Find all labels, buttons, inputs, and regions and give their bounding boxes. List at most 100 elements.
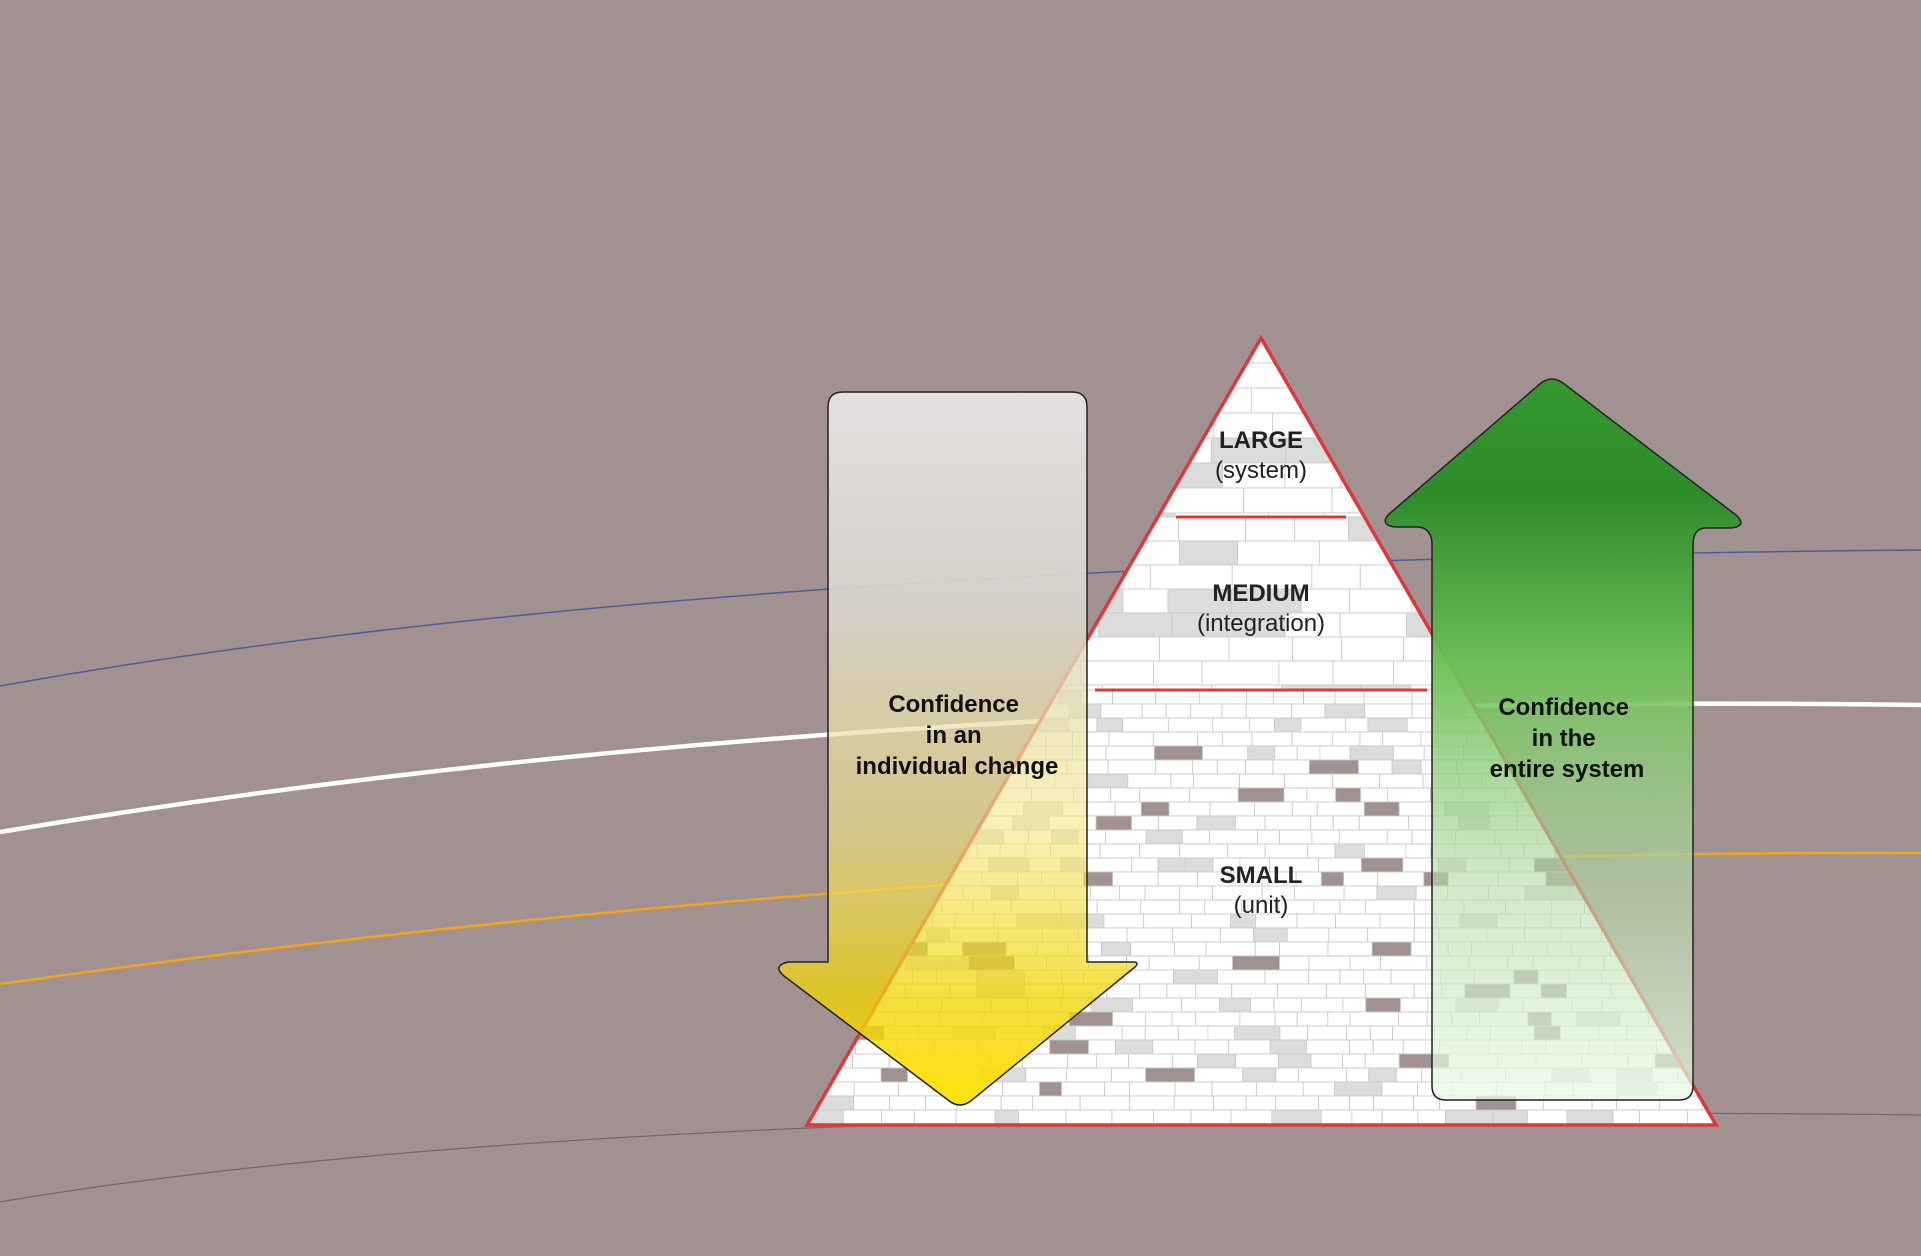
brick (1349, 955, 1381, 971)
brick (1411, 689, 1435, 705)
brick (1079, 1095, 1131, 1111)
brick (1367, 927, 1415, 943)
brick (1343, 871, 1379, 887)
brick (1360, 787, 1388, 803)
brick (1233, 1025, 1281, 1041)
brick (1159, 636, 1230, 662)
up-arrow-shape (1384, 378, 1742, 1101)
brick (1049, 1039, 1089, 1055)
brick (1704, 941, 1716, 957)
brick (1026, 338, 1118, 364)
brick (1173, 969, 1218, 985)
brick (1272, 759, 1310, 775)
brick (1000, 1095, 1033, 1111)
brick (1090, 997, 1134, 1013)
brick (1088, 1039, 1117, 1055)
brick (1306, 1039, 1350, 1055)
brick (1201, 660, 1280, 686)
brick (1131, 815, 1159, 831)
brick (1307, 843, 1336, 859)
brick (1286, 927, 1330, 943)
brick (1115, 1039, 1154, 1055)
brick (1318, 857, 1362, 873)
brick (1700, 927, 1716, 943)
brick (1157, 857, 1186, 873)
brick (1121, 1025, 1146, 1041)
brick (1139, 843, 1181, 859)
brick (1284, 462, 1342, 489)
brick (1292, 636, 1343, 662)
brick (1318, 1095, 1351, 1111)
brick (818, 1025, 851, 1041)
brick (1090, 885, 1120, 901)
brick (1717, 746, 1745, 760)
brick (1445, 1109, 1494, 1125)
brick (1123, 969, 1174, 985)
brick (1398, 1011, 1428, 1027)
level-medium-title: MEDIUM (1212, 580, 1309, 607)
brick (1129, 1081, 1176, 1097)
brick (1239, 773, 1285, 789)
brick (1065, 1067, 1112, 1083)
brick (1309, 759, 1359, 775)
brick (1210, 437, 1287, 464)
brick (1199, 689, 1247, 705)
brick (1319, 745, 1351, 761)
brick (1157, 871, 1199, 887)
brick (1079, 412, 1136, 439)
brick (1310, 1053, 1344, 1069)
brick (1361, 857, 1404, 873)
brick (1327, 941, 1373, 957)
brick (1101, 941, 1132, 957)
brick (1349, 1011, 1399, 1027)
brick (1710, 815, 1716, 831)
brick (1083, 871, 1114, 887)
brick (1700, 1039, 1716, 1055)
brick (1112, 871, 1159, 887)
brick (1332, 660, 1394, 686)
brick (1162, 387, 1252, 414)
brick (1275, 1067, 1300, 1083)
brick (1339, 969, 1364, 985)
brick (1119, 885, 1146, 901)
brick (1245, 703, 1292, 719)
brick (1339, 612, 1407, 638)
brick (1155, 689, 1200, 705)
brick (1167, 717, 1214, 733)
brick (880, 1067, 908, 1083)
brick (1363, 801, 1400, 817)
brick (1061, 1081, 1105, 1097)
brick (1091, 362, 1170, 389)
brick (1145, 1011, 1173, 1027)
brick (1527, 1109, 1568, 1125)
brick (1574, 362, 1661, 389)
brick (1279, 1025, 1309, 1041)
brick (1334, 843, 1365, 859)
brick (1105, 829, 1147, 845)
brick (1107, 759, 1157, 775)
brick (1715, 612, 1716, 638)
brick (1114, 801, 1142, 817)
brick (1237, 787, 1285, 803)
brick (1342, 1053, 1366, 1069)
brick (1458, 338, 1534, 364)
brick (1190, 1109, 1232, 1125)
brick (1251, 731, 1293, 747)
brick (1269, 1039, 1307, 1055)
brick (1590, 338, 1685, 364)
brick (1250, 997, 1275, 1013)
brick (1093, 437, 1155, 464)
brick (1197, 731, 1223, 747)
brick (1168, 362, 1231, 389)
brick (1209, 829, 1258, 845)
brick (1145, 829, 1183, 845)
brick (1291, 703, 1326, 719)
brick (1157, 815, 1198, 831)
brick (1612, 1109, 1640, 1125)
brick (1364, 899, 1415, 915)
brick (1367, 717, 1408, 733)
brick (1335, 787, 1361, 803)
brick (1702, 913, 1716, 929)
brick (1237, 540, 1320, 566)
